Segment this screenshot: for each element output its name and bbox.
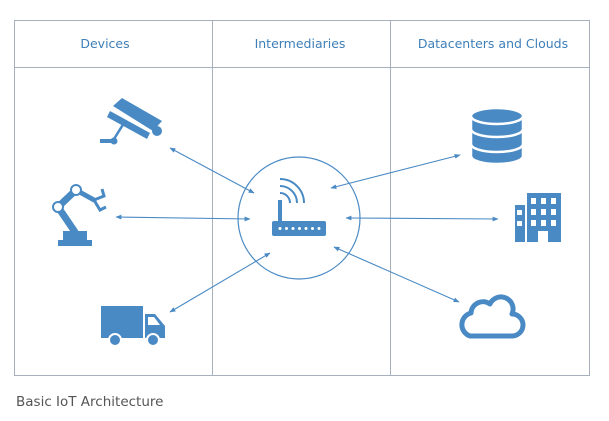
column-title-intermediaries: Intermediaries bbox=[255, 36, 346, 51]
column-title-datacenters: Datacenters and Clouds bbox=[418, 36, 568, 51]
arrow-robot-hub bbox=[115, 214, 251, 222]
delivery-truck-icon bbox=[101, 306, 165, 347]
figure-caption: Basic IoT Architecture bbox=[16, 394, 164, 410]
arrow-hub-cloud bbox=[333, 246, 460, 303]
arrow-hub-database bbox=[330, 154, 461, 189]
arrow-hub-building bbox=[345, 215, 499, 222]
arrow-camera-hub bbox=[169, 147, 255, 194]
database-icon bbox=[469, 106, 525, 166]
wireless-router-icon bbox=[272, 178, 326, 236]
diagram-frame bbox=[14, 20, 590, 376]
cloud-icon bbox=[459, 294, 526, 339]
office-building-icon bbox=[515, 193, 561, 242]
robotic-arm-icon bbox=[52, 184, 107, 246]
column-title-devices: Devices bbox=[80, 36, 129, 51]
security-camera-icon bbox=[100, 98, 162, 145]
arrow-truck-hub bbox=[169, 252, 271, 313]
connection-arrows bbox=[115, 147, 499, 313]
